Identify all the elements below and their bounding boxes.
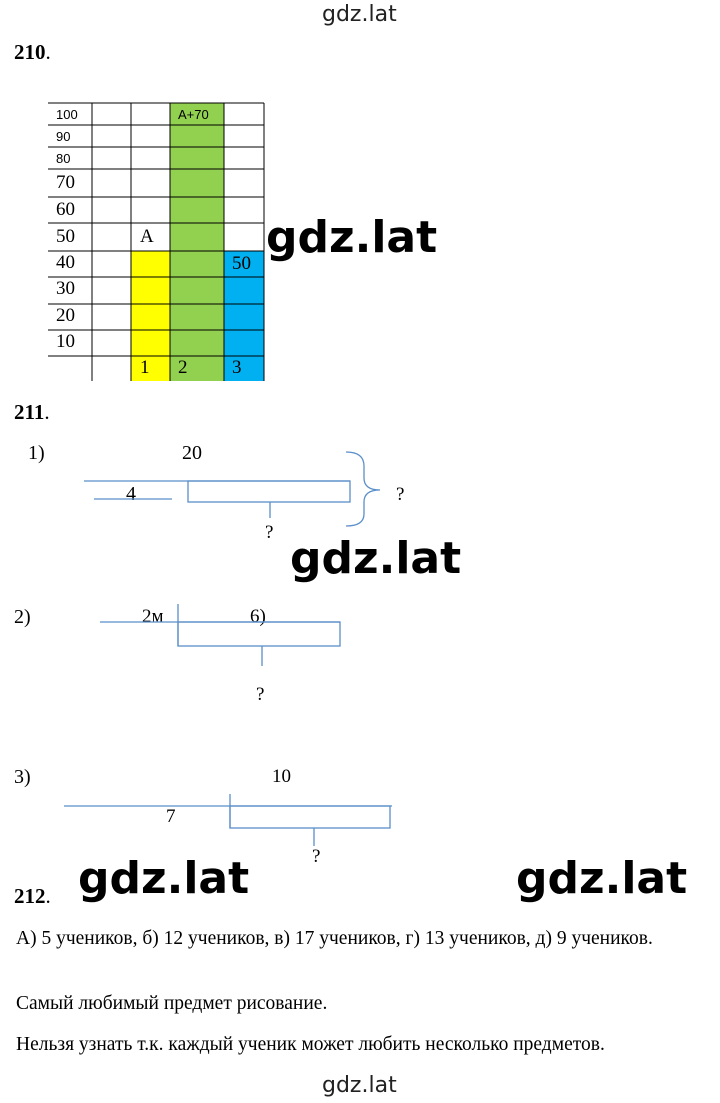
y-label-80: 80 bbox=[56, 151, 71, 166]
y-label-30: 30 bbox=[56, 278, 75, 299]
task-212-number-text: 212 bbox=[14, 884, 46, 908]
item-1-left-value: 4 bbox=[126, 483, 136, 505]
task-211-dot: . bbox=[44, 400, 50, 424]
task-210-number-text: 210 bbox=[14, 40, 46, 64]
item-3-number: 3) bbox=[14, 766, 31, 788]
task-210-number: 210. bbox=[14, 40, 51, 65]
watermark-2: gdz.lat bbox=[290, 533, 462, 584]
y-label-10: 10 bbox=[56, 331, 75, 352]
item-3-top-value: 10 bbox=[272, 766, 291, 787]
column-1-yellow-fill bbox=[131, 251, 170, 381]
task-212-number: 212. bbox=[14, 884, 51, 909]
label-a-plus-70: A+70 bbox=[178, 107, 209, 122]
task-211-number-text: 211 bbox=[14, 400, 45, 424]
y-label-100: 100 bbox=[56, 107, 78, 122]
column-label-1: 1 bbox=[140, 357, 150, 378]
label-a: A bbox=[140, 226, 154, 247]
item-2-bottom-question: ? bbox=[256, 684, 265, 705]
watermark-1: gdz.lat bbox=[266, 212, 438, 263]
item-1-right-question: ? bbox=[396, 484, 405, 505]
y-label-60: 60 bbox=[56, 199, 75, 220]
task-212-answer-3: Нельзя узнать т.к. каждый ученик может л… bbox=[16, 1034, 605, 1055]
task-210-grid: 100 90 80 70 60 50 40 30 20 10 A+70 A 50… bbox=[48, 102, 265, 381]
y-label-40: 40 bbox=[56, 252, 75, 273]
y-label-20: 20 bbox=[56, 305, 75, 326]
task-212-dot: . bbox=[45, 884, 51, 908]
y-label-90: 90 bbox=[56, 129, 71, 144]
item-3-bottom-question: ? bbox=[312, 846, 321, 867]
item-2-number: 2) bbox=[14, 606, 31, 628]
column-3-blue-fill bbox=[224, 251, 264, 381]
grid-lines bbox=[48, 102, 265, 381]
label-50: 50 bbox=[232, 253, 251, 274]
item-1-number: 1) bbox=[28, 442, 45, 464]
column-2-green-fill bbox=[170, 103, 224, 381]
item-1-bottom-question: ? bbox=[265, 522, 274, 543]
watermark-bottom: gdz.lat bbox=[322, 1073, 397, 1098]
watermark-3: gdz.lat bbox=[78, 853, 250, 904]
item-3-left-value: 7 bbox=[166, 806, 176, 827]
task-212-answer-1: А) 5 учеников, б) 12 учеников, в) 17 уче… bbox=[16, 928, 653, 949]
task-212-answer-2: Самый любимый предмет рисование. bbox=[16, 993, 328, 1014]
y-label-50: 50 bbox=[56, 226, 75, 247]
item-1-top-value: 20 bbox=[182, 442, 202, 464]
task-210-dot: . bbox=[45, 40, 51, 64]
task-211-number: 211. bbox=[14, 400, 50, 425]
watermark-4: gdz.lat bbox=[516, 853, 688, 904]
watermark-top: gdz.lat bbox=[322, 2, 397, 27]
y-label-70: 70 bbox=[56, 172, 75, 193]
column-label-2: 2 bbox=[178, 357, 188, 378]
column-label-3: 3 bbox=[232, 357, 242, 378]
